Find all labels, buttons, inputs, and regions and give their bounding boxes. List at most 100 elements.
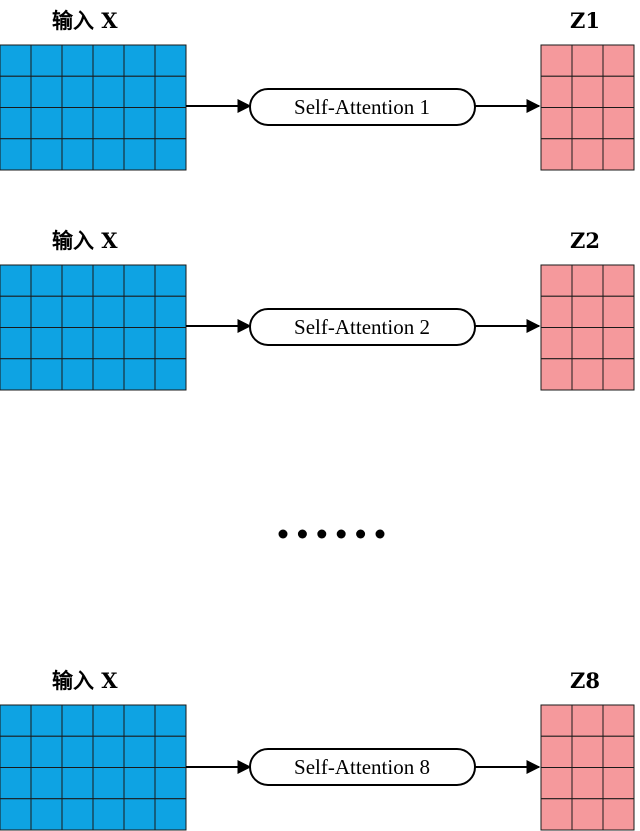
attention-head-label: Self-Attention 2 — [294, 315, 430, 339]
matrix-cell — [154, 44, 187, 77]
matrix-cell — [92, 704, 125, 737]
matrix-cell — [602, 75, 635, 108]
matrix-cell — [30, 704, 63, 737]
matrix-cell — [0, 327, 32, 360]
matrix-cell — [123, 358, 156, 391]
matrix-cell — [30, 138, 63, 171]
matrix-cell — [571, 735, 604, 768]
matrix-cell — [602, 704, 635, 737]
matrix-cell — [0, 767, 32, 800]
attention-head-label: Self-Attention 1 — [294, 95, 430, 119]
matrix-cell — [540, 138, 573, 171]
matrix-cell — [123, 735, 156, 768]
matrix-cell — [602, 798, 635, 831]
matrix-cell — [123, 295, 156, 328]
matrix-cell — [154, 138, 187, 171]
matrix-cell — [0, 75, 32, 108]
matrix-cell — [540, 735, 573, 768]
matrix-cell — [0, 264, 32, 297]
matrix-cell — [602, 735, 635, 768]
matrix-cell — [0, 704, 32, 737]
matrix-cell — [92, 358, 125, 391]
matrix-cell — [92, 735, 125, 768]
matrix-cell — [0, 735, 32, 768]
matrix-cell — [123, 704, 156, 737]
matrix-cell — [154, 358, 187, 391]
matrix-cell — [0, 798, 32, 831]
output-label: Z2 — [570, 228, 600, 253]
matrix-cell — [61, 358, 94, 391]
matrix-cell — [540, 704, 573, 737]
input-matrix — [0, 704, 187, 831]
matrix-cell — [92, 798, 125, 831]
matrix-cell — [92, 44, 125, 77]
matrix-cell — [30, 295, 63, 328]
output-matrix — [540, 704, 635, 831]
matrix-cell — [30, 75, 63, 108]
output-matrix — [540, 44, 635, 171]
output-label: Z8 — [570, 668, 600, 693]
matrix-cell — [154, 327, 187, 360]
matrix-cell — [571, 264, 604, 297]
matrix-cell — [30, 358, 63, 391]
matrix-cell — [154, 735, 187, 768]
matrix-cell — [540, 767, 573, 800]
ellipsis-dot — [356, 529, 366, 539]
matrix-cell — [123, 798, 156, 831]
matrix-cell — [30, 107, 63, 140]
matrix-cell — [602, 767, 635, 800]
matrix-cell — [61, 704, 94, 737]
matrix-cell — [571, 358, 604, 391]
matrix-cell — [571, 798, 604, 831]
matrix-cell — [61, 295, 94, 328]
matrix-cell — [61, 327, 94, 360]
matrix-cell — [571, 75, 604, 108]
matrix-cell — [540, 107, 573, 140]
matrix-cell — [540, 295, 573, 328]
matrix-cell — [123, 138, 156, 171]
matrix-cell — [0, 44, 32, 77]
ellipsis-dot — [375, 529, 385, 539]
input-label: 输入 X — [52, 228, 118, 253]
matrix-cell — [540, 75, 573, 108]
matrix-cell — [571, 138, 604, 171]
matrix-cell — [0, 138, 32, 171]
matrix-cell — [30, 44, 63, 77]
matrix-cell — [540, 798, 573, 831]
matrix-cell — [571, 704, 604, 737]
matrix-cell — [61, 798, 94, 831]
matrix-cell — [154, 767, 187, 800]
matrix-cell — [571, 107, 604, 140]
matrix-cell — [571, 767, 604, 800]
matrix-cell — [154, 264, 187, 297]
attention-row-2: 输入 X Self-Attention 2 Z2 — [0, 228, 635, 391]
matrix-cell — [154, 107, 187, 140]
matrix-cell — [92, 327, 125, 360]
matrix-cell — [571, 327, 604, 360]
matrix-cell — [540, 44, 573, 77]
matrix-cell — [61, 735, 94, 768]
attention-head-label: Self-Attention 8 — [294, 755, 430, 779]
matrix-cell — [61, 264, 94, 297]
matrix-cell — [154, 295, 187, 328]
matrix-cell — [154, 798, 187, 831]
matrix-cell — [540, 264, 573, 297]
matrix-cell — [123, 107, 156, 140]
matrix-cell — [61, 138, 94, 171]
matrix-cell — [123, 264, 156, 297]
matrix-cell — [61, 75, 94, 108]
input-matrix — [0, 44, 187, 171]
matrix-cell — [571, 44, 604, 77]
matrix-cell — [92, 138, 125, 171]
matrix-cell — [61, 44, 94, 77]
output-matrix — [540, 264, 635, 391]
matrix-cell — [92, 264, 125, 297]
attention-row-1: 输入 X Self-Attention 1 Z1 — [0, 8, 635, 171]
matrix-cell — [602, 264, 635, 297]
input-label: 输入 X — [52, 668, 118, 693]
ellipsis-dot — [297, 529, 307, 539]
matrix-cell — [123, 767, 156, 800]
matrix-cell — [92, 107, 125, 140]
attention-row-8: 输入 X Self-Attention 8 Z8 — [0, 668, 635, 831]
